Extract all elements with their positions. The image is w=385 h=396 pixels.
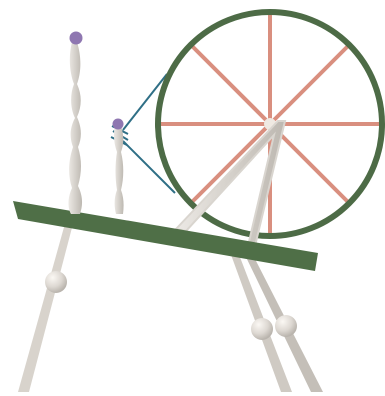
bead-icon (45, 271, 67, 293)
wheel-group (158, 12, 382, 236)
knob-icon (113, 119, 124, 130)
spoke-icon (191, 124, 270, 203)
leg-group (18, 220, 323, 392)
spindle-icon (69, 32, 83, 215)
spoke-icon (270, 45, 349, 124)
front-left-leg-icon (18, 220, 74, 392)
flyer-spindle-icon (113, 119, 124, 215)
knob-icon (70, 32, 83, 45)
bead-icon (275, 315, 297, 337)
spoke-icon (191, 45, 270, 124)
bead-icon (251, 318, 273, 340)
